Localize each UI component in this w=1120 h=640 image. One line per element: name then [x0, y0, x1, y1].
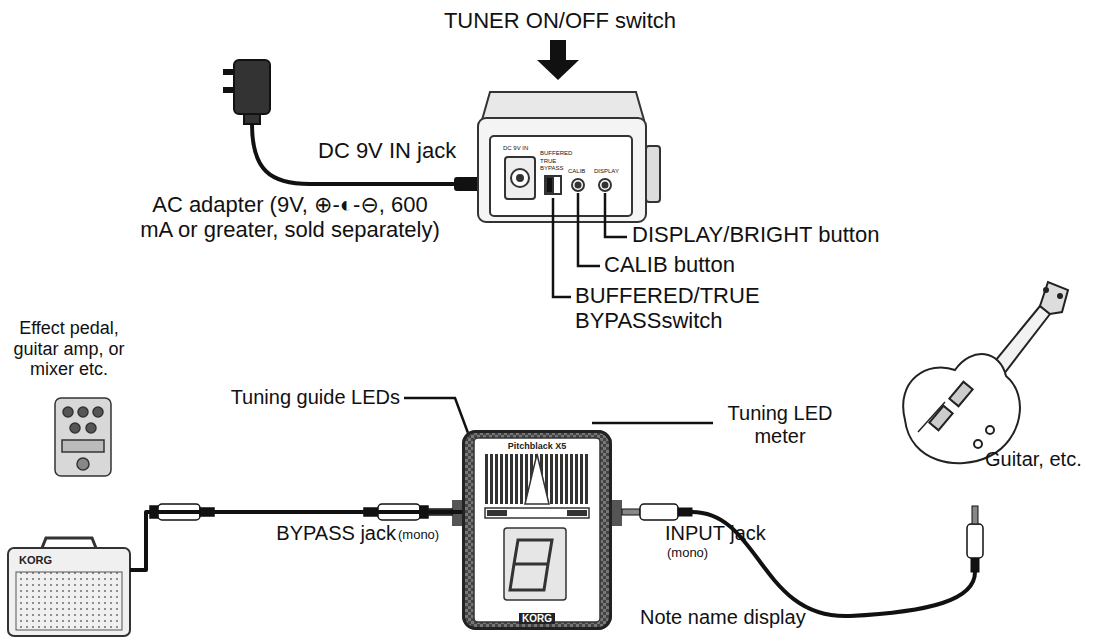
part-label: Tuning LED meter [716, 402, 844, 448]
model-name: Pitchblack X5 [505, 441, 570, 451]
jack-label: INPUT jack [665, 522, 795, 545]
electric-guitar [903, 282, 1068, 463]
tuner-face: Pitchblack X5 KORG [462, 430, 612, 630]
jack-note: (mono) [667, 546, 727, 561]
brand-logo: KORG [16, 554, 55, 566]
device-label: Effect pedal, guitar amp, or mixer etc. [6, 318, 132, 380]
tuner-side-view [478, 92, 660, 222]
cable [130, 512, 462, 570]
panel-marking: CALIB [568, 168, 592, 175]
part-label: Note name display [640, 606, 860, 629]
part-label: Tuning guide LEDs [190, 386, 400, 409]
tuner-front [452, 430, 622, 630]
part-label: BUFFERED/TRUE BYPASSswitch [575, 283, 895, 334]
jack-label: BYPASS jack [250, 522, 396, 545]
press-arrow [537, 40, 579, 80]
effect-pedal [55, 398, 111, 476]
part-label: CALIB button [604, 252, 784, 277]
guitar-cable [622, 504, 983, 616]
brand-logo: KORG [519, 613, 555, 624]
adapter-spec: AC adapter (9V, ⊕-◐-⊖, 600 mA or greater… [140, 192, 440, 243]
part-label: DC 9V IN jack [318, 138, 478, 163]
panel-marking: BUFFERED [540, 150, 580, 157]
ac-adapter [224, 60, 481, 190]
amp-panel: KORG [8, 548, 130, 636]
panel-marking: DC 9V IN [503, 145, 543, 152]
guitar-amp [8, 538, 130, 636]
device-label: Guitar, etc. [985, 448, 1115, 471]
part-label: DISPLAY/BRIGHT button [632, 222, 912, 247]
panel-marking: DISPLAY [594, 168, 624, 175]
jack-note: (mono) [398, 528, 458, 543]
part-label: TUNER ON/OFF switch [420, 8, 700, 33]
